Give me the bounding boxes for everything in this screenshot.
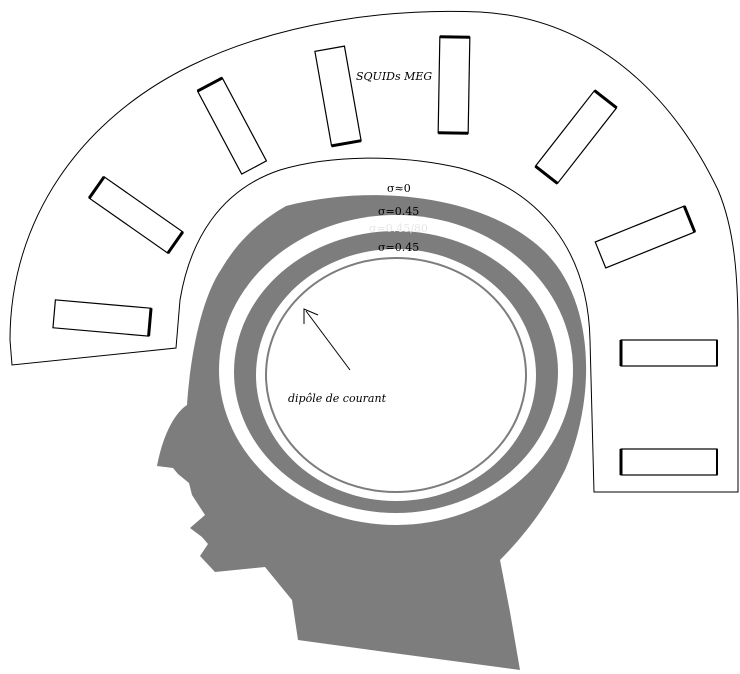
sigma-air-label: σ≈0 [387, 182, 411, 195]
squid-sensor [595, 206, 694, 268]
squid-sensor [89, 177, 183, 253]
sigma-brain-label: σ=0.45 [378, 241, 419, 254]
sigma-scalp-label: σ=0.45 [378, 205, 419, 218]
dipole-label: dipôle de courant [288, 392, 387, 405]
squid-sensor [315, 46, 361, 146]
squid-sensor [621, 340, 717, 366]
squid-sensor [53, 300, 151, 336]
squid-sensor [198, 78, 267, 174]
squid-sensor [535, 91, 616, 184]
brain-boundary [266, 258, 526, 492]
squids-meg-label: SQUIDs MEG [356, 70, 432, 83]
squid-sensor [438, 37, 470, 134]
sigma-skull-label: σ=0.45/80 [369, 222, 428, 235]
squid-sensor [621, 449, 717, 475]
